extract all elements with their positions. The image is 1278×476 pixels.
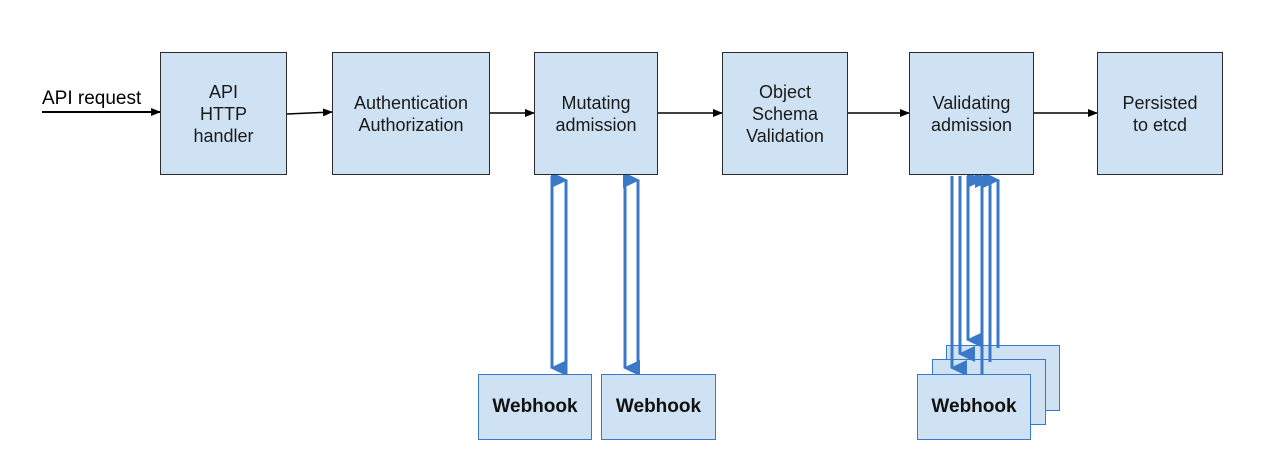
- stage-label: Object Schema Validation: [746, 81, 824, 146]
- stage-persisted-to-etcd: Persisted to etcd: [1097, 52, 1223, 175]
- stage-validating-admission: Validating admission: [909, 52, 1034, 175]
- webhook-label: Webhook: [615, 396, 702, 417]
- stage-label: Authentication Authorization: [353, 92, 469, 135]
- webhook-arrows-mutating-1: [550, 172, 568, 376]
- stage-authentication-authorization: Authentication Authorization: [332, 52, 490, 175]
- webhook-box-mutating-2: Webhook: [601, 374, 716, 440]
- webhook-arrows-mutating-2: [623, 172, 640, 376]
- arrow-handler-to-auth: [286, 108, 333, 117]
- stage-label: Mutating admission: [555, 92, 637, 135]
- stage-label: Validating admission: [930, 92, 1013, 135]
- webhook-label: Webhook: [931, 396, 1017, 417]
- stage-mutating-admission: Mutating admission: [534, 52, 658, 175]
- webhook-label: Webhook: [492, 396, 578, 417]
- stage-api-http-handler: API HTTP handler: [160, 52, 287, 175]
- webhook-box-validating: Webhook: [917, 374, 1031, 440]
- webhook-box-mutating-1: Webhook: [478, 374, 592, 440]
- stage-label: API HTTP handler: [193, 81, 254, 146]
- stage-label: Persisted to etcd: [1122, 92, 1198, 135]
- api-request-label: API request: [42, 88, 142, 109]
- stage-object-schema-validation: Object Schema Validation: [722, 52, 848, 175]
